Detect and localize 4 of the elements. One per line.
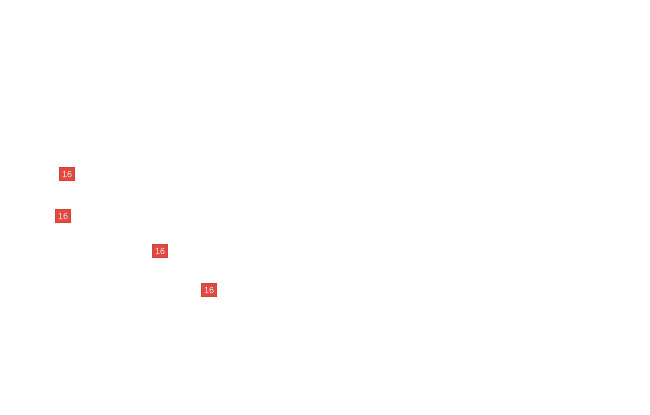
callout-number: 16 (152, 244, 168, 258)
callout-number: 16 (201, 283, 217, 297)
callout-number: 16 (55, 209, 71, 223)
callout-number: 16 (59, 167, 75, 181)
